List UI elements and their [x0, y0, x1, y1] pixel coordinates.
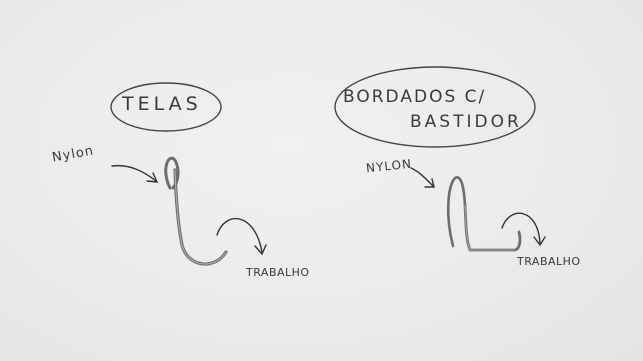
hook-bordados [448, 177, 520, 250]
label-bordados-line2: BASTIDOR [410, 112, 522, 132]
arrow-nylon-left [112, 166, 156, 181]
label-trabalho-left: TRABALHO [246, 266, 310, 279]
label-trabalho-right: TRABALHO [517, 255, 581, 268]
label-bordados-line1: BORDADOS C/ [343, 87, 486, 107]
label-telas: TELAS [122, 93, 202, 115]
arrow-nylon-right [411, 168, 433, 186]
hook-telas [166, 158, 226, 264]
bordados-oval [335, 67, 535, 147]
